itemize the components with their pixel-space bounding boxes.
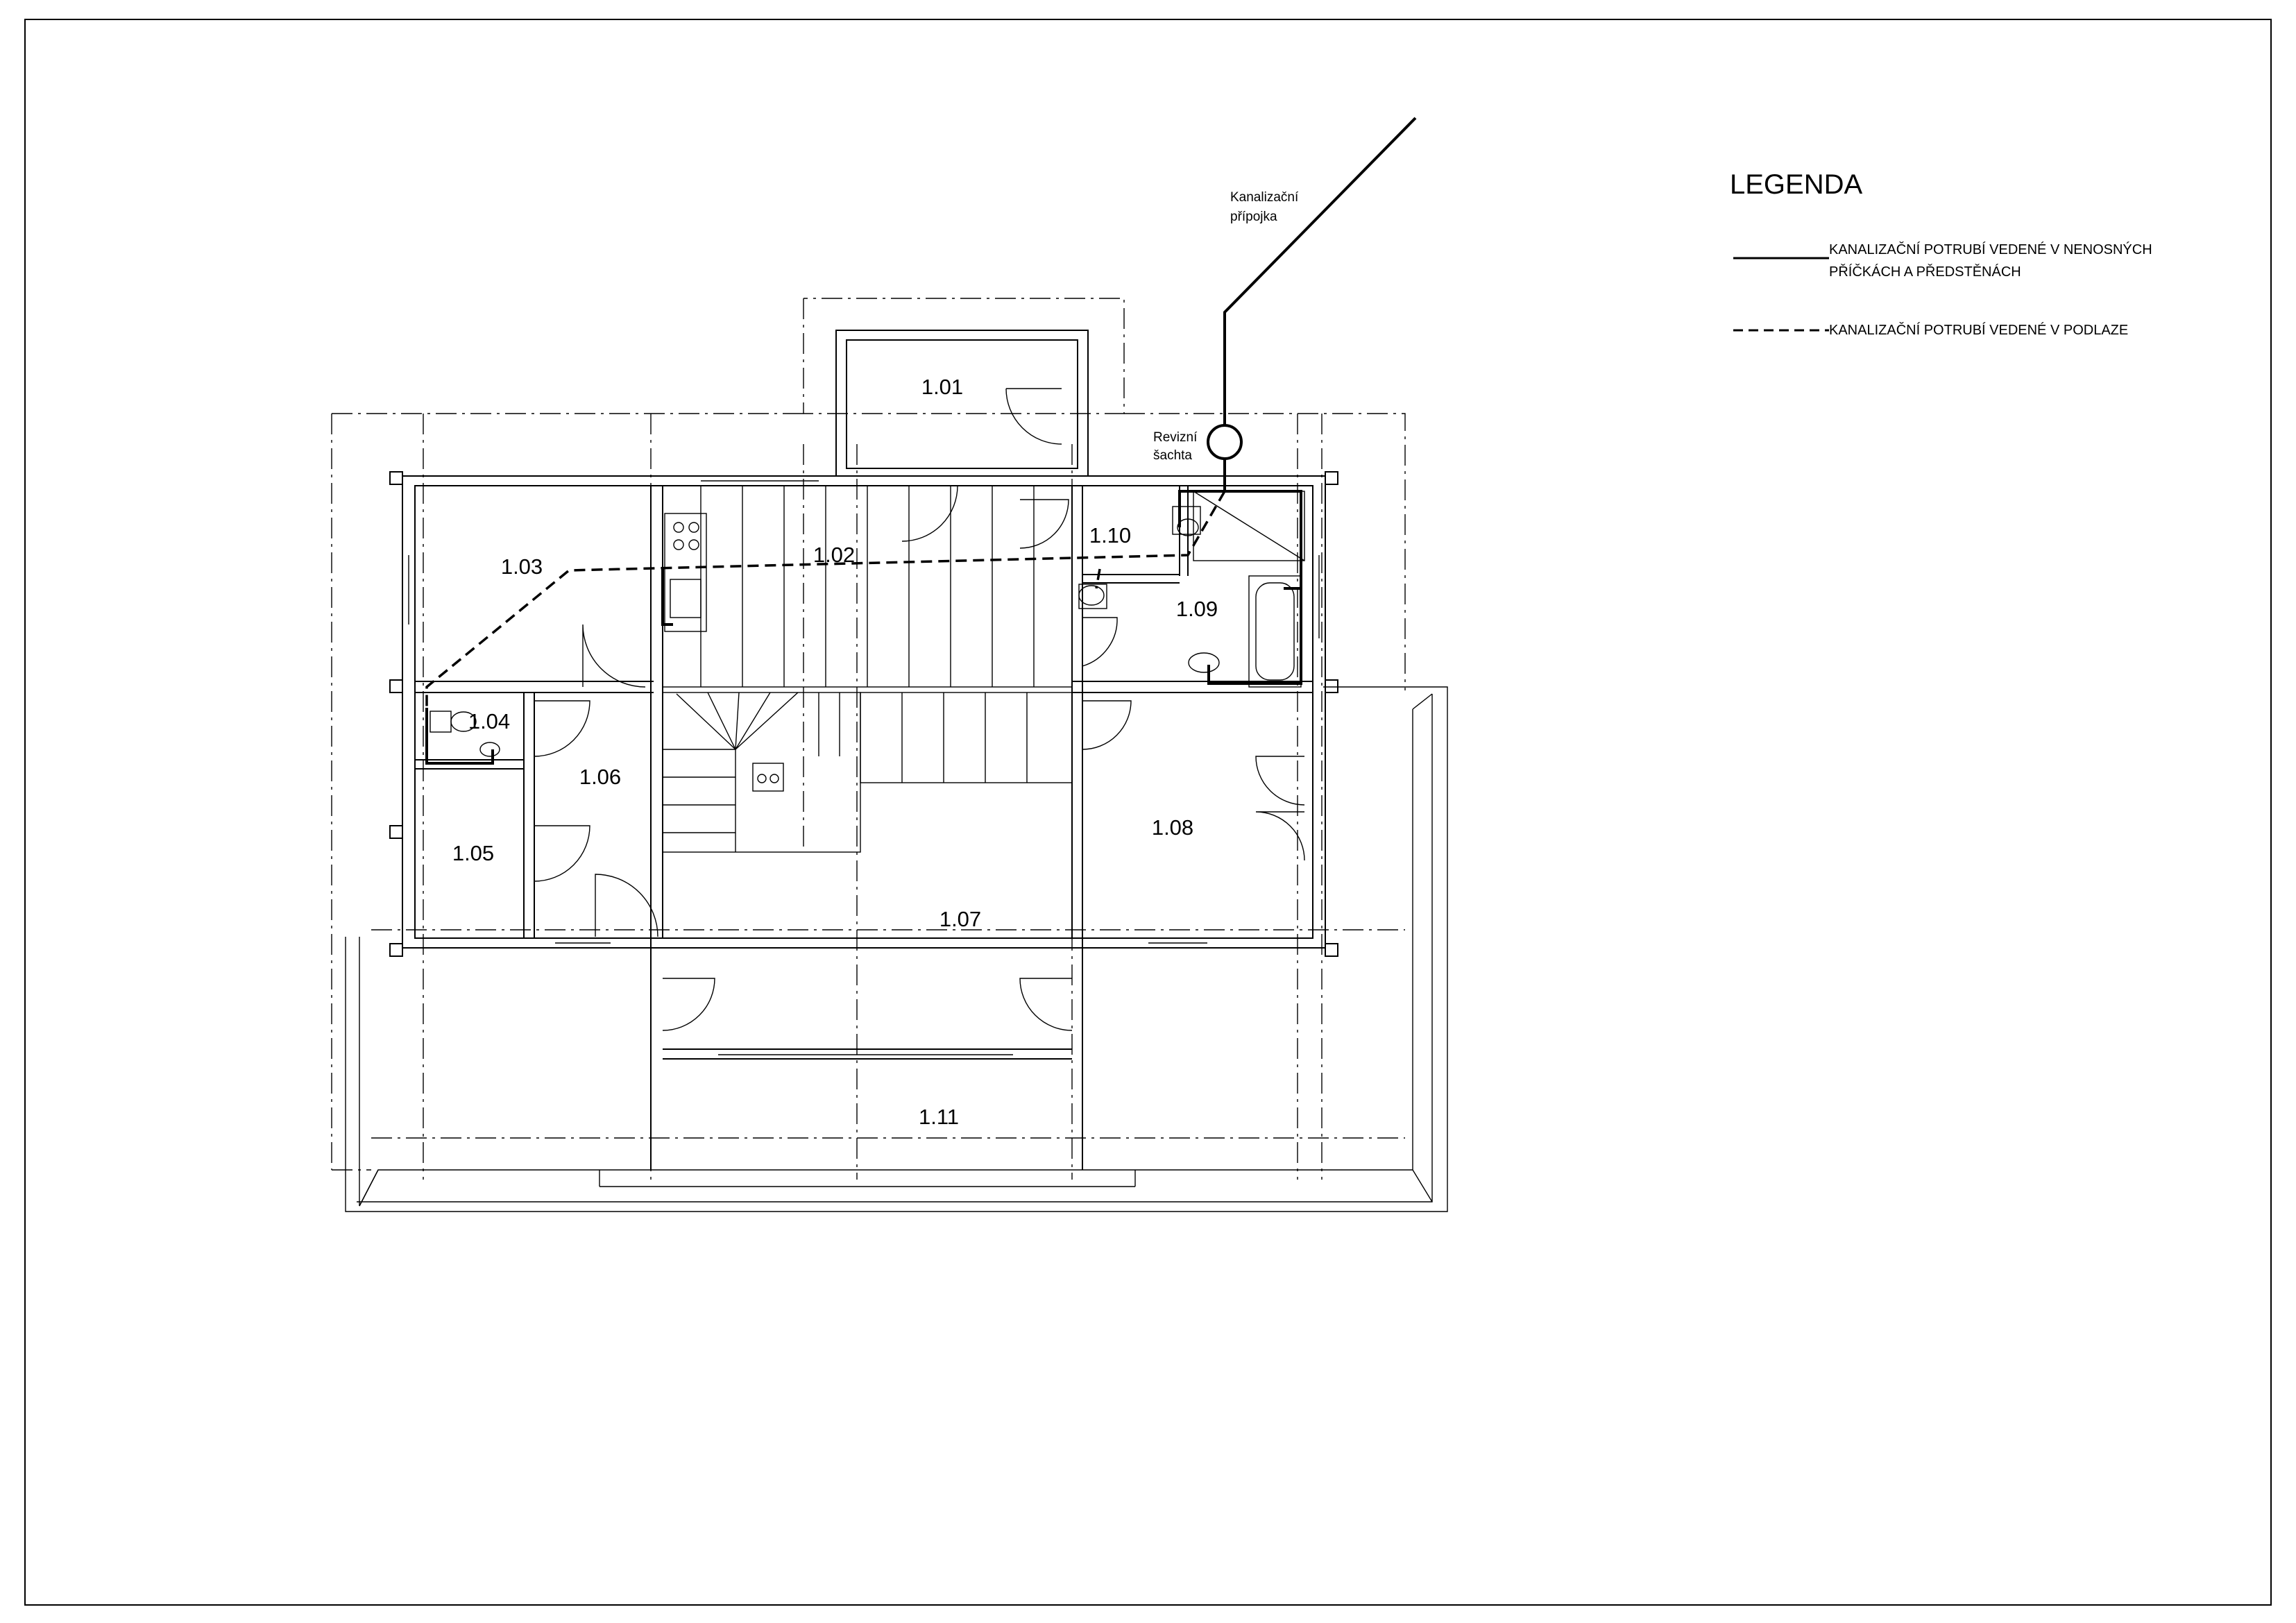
room-label-1-05: 1.05: [452, 841, 494, 865]
room-label-1-06: 1.06: [579, 765, 621, 789]
connection-label-line-2: přípojka: [1230, 210, 1277, 224]
room-label-1-10: 1.10: [1089, 523, 1131, 547]
inspection-shaft-icon: [1207, 424, 1243, 460]
room-label-1-09: 1.09: [1176, 597, 1218, 621]
room-label-1-04: 1.04: [468, 709, 510, 733]
legend-dashed-text: KANALIZAČNÍ POTRUBÍ VEDENÉ V PODLAZE: [1829, 322, 2128, 338]
room-label-1-02: 1.02: [813, 543, 855, 567]
doors: [534, 485, 1305, 1031]
connection-label-line-1: Kanalizační: [1230, 190, 1299, 205]
annotations: Kanalizační přípojka Revizní šachta: [1153, 190, 1299, 463]
room-label-1-08: 1.08: [1152, 815, 1193, 840]
room-numbers: 1.01 1.02 1.03 1.04 1.05 1.06 1.07 1.08 …: [452, 375, 1218, 1129]
shaft-label-line-2: šachta: [1153, 448, 1192, 463]
staircase: [662, 485, 1073, 853]
shaft-label-line-1: Revizní: [1153, 430, 1198, 445]
room-label-1-07: 1.07: [939, 907, 981, 931]
sewer-connection-line: [1223, 117, 1417, 425]
legend-solid-text-line-2: PŘÍČKÁCH A PŘEDSTĚNÁCH: [1829, 264, 2021, 280]
room-1-01-walls: [835, 330, 1089, 477]
room-label-1-01: 1.01: [921, 375, 963, 399]
kitchen-unit: [664, 513, 784, 792]
legend-title: LEGENDA: [1730, 169, 1862, 200]
sewer-pipes: [425, 117, 1417, 765]
sheet-frame: [24, 19, 2272, 1606]
legend-solid-text-line-1: KANALIZAČNÍ POTRUBÍ VEDENÉ V NENOSNÝCH: [1829, 241, 2152, 257]
roof-outline: [331, 298, 1406, 1180]
legend: LEGENDA KANALIZAČNÍ POTRUBÍ VEDENÉ V NEN…: [1730, 169, 2152, 338]
terrace-outline: [345, 686, 1448, 1212]
room-label-1-11: 1.11: [919, 1105, 959, 1129]
room-label-1-03: 1.03: [501, 554, 543, 579]
